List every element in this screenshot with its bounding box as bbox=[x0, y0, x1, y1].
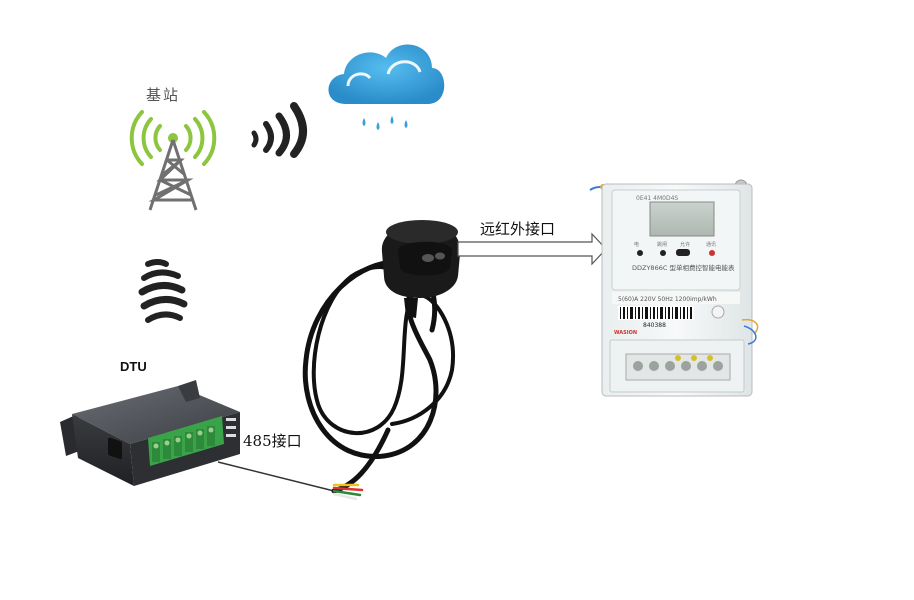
dtu-device bbox=[60, 380, 240, 486]
meter-spec: 5(60)A 220V 50Hz 1200imp/kWh bbox=[618, 296, 717, 303]
meter-terminals bbox=[625, 353, 731, 381]
meter-btn-label-1: 电 bbox=[634, 241, 639, 248]
meter-btn-label-4: 通讯 bbox=[706, 241, 716, 248]
meter-barcode-number: 840388 bbox=[643, 322, 666, 329]
cloud-rain-icon bbox=[328, 44, 445, 130]
dtu-label: DTU bbox=[120, 359, 147, 374]
signal-waves-lower-icon bbox=[138, 259, 188, 323]
meter-indicators: 电 跳闸 允许 通讯 bbox=[634, 241, 716, 256]
cable-wire-ends bbox=[332, 483, 364, 501]
cell-tower-icon bbox=[129, 110, 217, 211]
electricity-meter: 0E41 4M0D4S 电 跳闸 允许 通讯 DDZY866C 型单相费控智能电… bbox=[589, 179, 759, 397]
ir-probe-head bbox=[381, 220, 461, 318]
meter-serial: 0E41 4M0D4S bbox=[636, 195, 678, 202]
meter-model: DDZY866C 型单相费控智能电能表 bbox=[632, 263, 735, 272]
base-station-label: 基站 bbox=[146, 86, 181, 104]
meter-btn-label-2: 跳闸 bbox=[657, 241, 667, 248]
rs485-wire bbox=[217, 461, 335, 492]
meter-btn-label-3: 允许 bbox=[680, 241, 690, 248]
signal-waves-icon bbox=[251, 102, 307, 158]
arrow-right-icon bbox=[457, 232, 607, 266]
rs485-interface-label: 485接口 bbox=[243, 432, 302, 450]
terminal-block bbox=[148, 416, 224, 466]
meter-brand: WASION bbox=[614, 330, 637, 336]
infrared-interface-label: 远红外接口 bbox=[480, 220, 556, 238]
meter-barcode: 840388 bbox=[618, 306, 694, 329]
